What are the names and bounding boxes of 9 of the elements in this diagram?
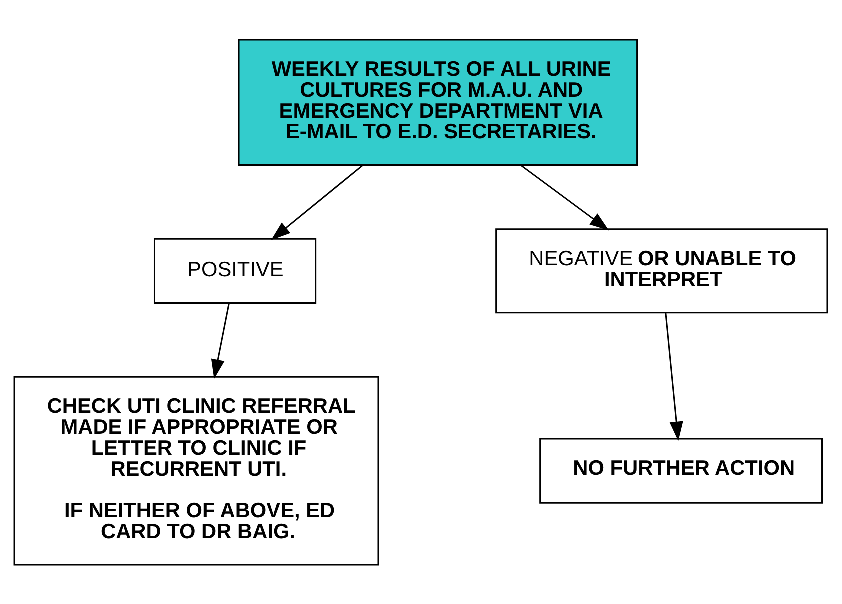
arrow: [520, 164, 610, 230]
arrow: [271, 164, 364, 240]
node-box: POSITIVE: [154, 238, 317, 304]
node-box: WEEKLY RESULTS OF ALL URINE CULTURES FOR M.A.U. AND EMERGENCY DEPARTMENT VIA E-MAIL TO E.D. SECRETARIES.: [238, 38, 638, 166]
node-box: NEGATIVE OR UNABLE TO INTERPRET: [496, 228, 828, 314]
node-box: NO FURTHER ACTION: [540, 438, 823, 504]
arrow: [211, 302, 230, 379]
node-box: CHECK UTI CLINIC REFERRAL MADE IF APPROPRIATE OR LETTER TO CLINIC IF RECURRENT UTI. IF NEITHER OF ABOVE, ED CARD TO DR BAIG.: [14, 376, 380, 566]
arrow: [665, 312, 684, 441]
